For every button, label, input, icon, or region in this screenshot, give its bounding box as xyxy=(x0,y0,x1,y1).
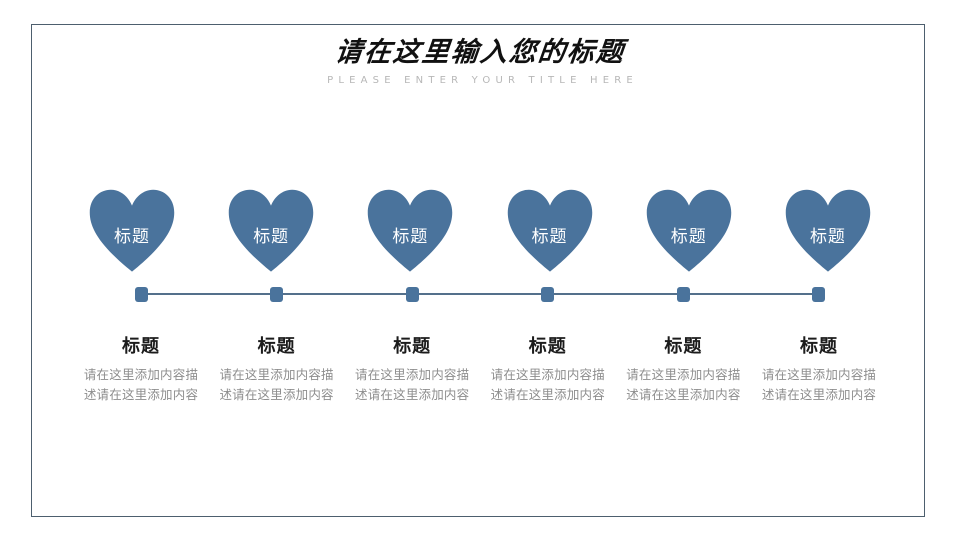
timeline-marker-3[interactable] xyxy=(405,286,419,302)
caption-title: 标题 xyxy=(122,336,160,357)
caption-item-6: 标题 请在这里添加内容描述请在这里添加内容 xyxy=(758,334,880,405)
timeline-marker-5[interactable] xyxy=(676,286,690,302)
caption-body: 请在这里添加内容描述请在这里添加内容 xyxy=(490,367,605,402)
caption-body: 请在这里添加内容描述请在这里添加内容 xyxy=(355,367,470,402)
heart-item-3[interactable]: 标题 xyxy=(366,188,454,276)
heart-icon xyxy=(228,189,314,272)
timeline-markers xyxy=(135,286,825,302)
caption-body: 请在这里添加内容描述请在这里添加内容 xyxy=(83,367,199,402)
caption-row: 标题 请在这里添加内容描述请在这里添加内容 标题 请在这里添加内容描述请在这里添… xyxy=(80,334,880,405)
page-title: 请在这里输入您的标题 xyxy=(333,37,627,68)
timeline-marker-2[interactable] xyxy=(270,286,284,302)
heart-icon xyxy=(507,189,592,272)
caption-item-3: 标题 请在这里添加内容描述请在这里添加内容 xyxy=(351,334,473,405)
caption-title: 标题 xyxy=(257,336,296,357)
heart-item-2[interactable]: 标题 xyxy=(227,188,315,276)
timeline-marker-6[interactable] xyxy=(811,286,825,302)
caption-item-1: 标题 请在这里添加内容描述请在这里添加内容 xyxy=(80,334,202,405)
caption-body: 请在这里添加内容描述请在这里添加内容 xyxy=(626,367,741,402)
caption-body: 请在这里添加内容描述请在这里添加内容 xyxy=(761,367,877,402)
heart-icon xyxy=(785,189,871,272)
heart-item-4[interactable]: 标题 xyxy=(506,188,594,276)
caption-title: 标题 xyxy=(799,336,838,357)
slide-header: 请在这里输入您的标题 PLEASE ENTER YOUR TITLE HERE xyxy=(0,36,960,88)
heart-icon xyxy=(89,189,175,272)
heart-shapes-row: 标题 标题 标题 标题 标题 xyxy=(88,188,872,278)
caption-title: 标题 xyxy=(664,336,703,357)
heart-item-5[interactable]: 标题 xyxy=(645,188,733,276)
heart-item-6[interactable]: 标题 xyxy=(784,188,872,276)
heart-item-1[interactable]: 标题 xyxy=(88,188,176,276)
caption-body: 请在这里添加内容描述请在这里添加内容 xyxy=(219,367,334,402)
timeline-marker-4[interactable] xyxy=(541,286,555,302)
page-subtitle: PLEASE ENTER YOUR TITLE HERE xyxy=(327,75,638,86)
heart-icon xyxy=(646,189,731,272)
timeline xyxy=(135,286,825,302)
caption-item-5: 标题 请在这里添加内容描述请在这里添加内容 xyxy=(622,334,744,405)
caption-item-4: 标题 请在这里添加内容描述请在这里添加内容 xyxy=(487,334,609,405)
heart-icon xyxy=(368,189,453,272)
timeline-axis-line xyxy=(141,293,819,295)
caption-title: 标题 xyxy=(528,336,567,357)
caption-title: 标题 xyxy=(393,336,432,357)
caption-item-2: 标题 请在这里添加内容描述请在这里添加内容 xyxy=(216,334,338,405)
timeline-marker-1[interactable] xyxy=(135,286,148,302)
